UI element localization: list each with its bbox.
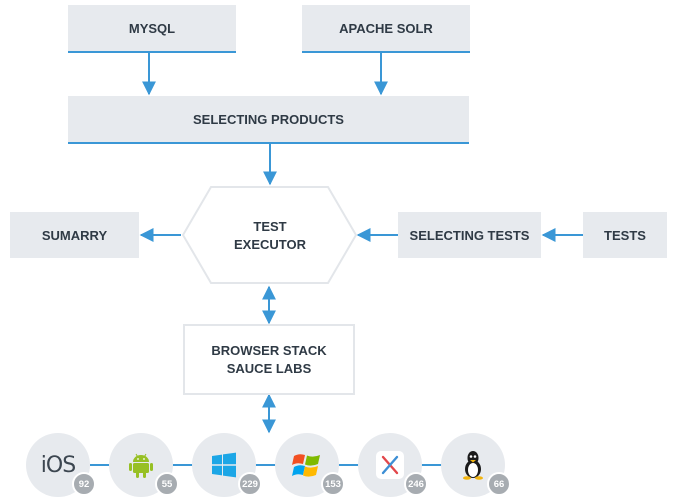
test-executor-node: TEST EXECUTOR (185, 213, 355, 259)
platform-count-badge: 246 (404, 472, 428, 496)
apache-solr-label: APACHE SOLR (339, 20, 433, 36)
mac-os-x-icon (376, 451, 404, 479)
linux-icon (463, 451, 483, 480)
selecting-tests-node: SELECTING TESTS (398, 212, 541, 258)
platform-count-badge: 229 (238, 472, 262, 496)
android-icon (129, 453, 153, 478)
test-executor-hexagon (181, 186, 358, 284)
summary-label: SUMARRY (41, 227, 108, 243)
selecting-tests-label: SELECTING TESTS (409, 227, 530, 243)
windows-xp-icon (292, 454, 320, 477)
selecting-products-node: SELECTING PRODUCTS (68, 96, 469, 144)
browser-stack-label: BROWSER STACK (211, 342, 327, 358)
mysql-label: MYSQL (128, 20, 176, 36)
apache-solr-node: APACHE SOLR (302, 5, 470, 53)
browser-stack-node: BROWSER STACK SAUCE LABS (183, 324, 355, 395)
tests-node: TESTS (583, 212, 667, 258)
sauce-labs-label: SAUCE LABS (226, 360, 312, 376)
platform-count-badge: 92 (72, 472, 96, 496)
test-executor-label-line2: EXECUTOR (234, 237, 306, 252)
tests-label: TESTS (604, 227, 646, 243)
ios-icon: iOS (40, 452, 76, 478)
test-executor-label-line1: TEST (253, 219, 287, 235)
platform-count-badge: 153 (321, 472, 345, 496)
platform-count-badge: 66 (487, 472, 511, 496)
platform-windows-xp (275, 433, 339, 497)
summary-node: SUMARRY (10, 212, 139, 258)
selecting-products-label: SELECTING PRODUCTS (193, 111, 344, 127)
windows-8-icon (212, 452, 236, 478)
mysql-node: MYSQL (68, 5, 236, 53)
platform-count-badge: 55 (155, 472, 179, 496)
platform-ios: iOS (26, 433, 90, 497)
